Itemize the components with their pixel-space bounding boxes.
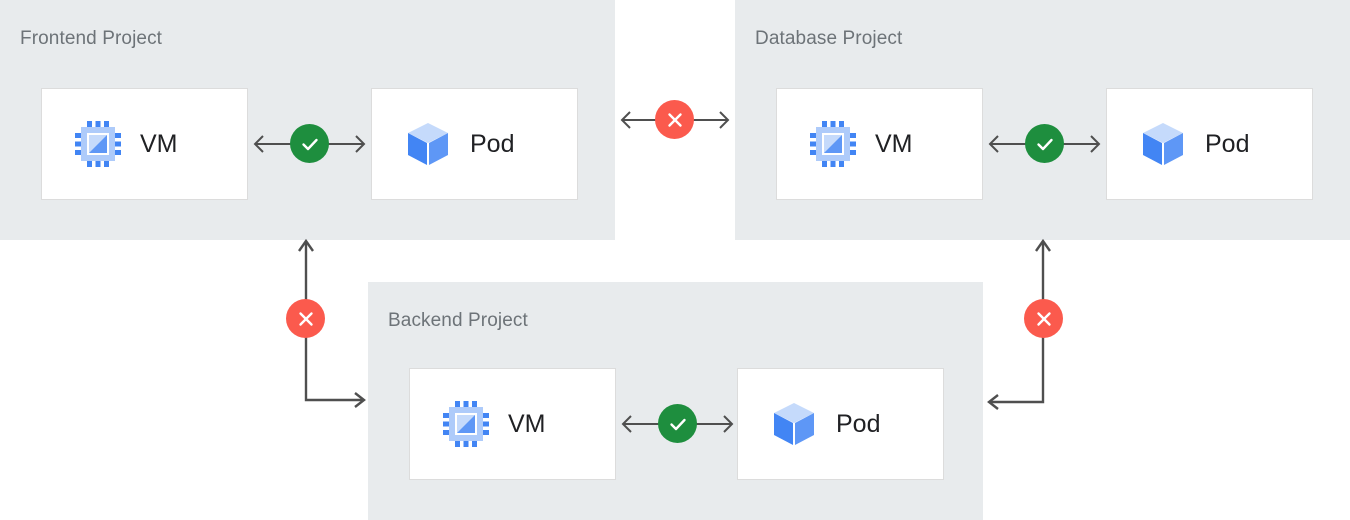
link-backend-internal[interactable] bbox=[616, 404, 739, 443]
link-frontend-internal[interactable] bbox=[248, 124, 371, 163]
elbow-bidirectional-arrow-icon bbox=[298, 238, 366, 408]
cross-icon bbox=[667, 112, 682, 127]
project-title-frontend: Frontend Project bbox=[20, 28, 163, 49]
vm-chip-icon bbox=[443, 401, 489, 447]
pod-cube-icon bbox=[408, 123, 448, 165]
link-backend-to-database[interactable] bbox=[985, 232, 1075, 412]
status-badge-blocked bbox=[286, 299, 325, 338]
resource-card-frontend-vm[interactable]: VM bbox=[41, 88, 248, 200]
status-badge-allowed bbox=[290, 124, 329, 163]
pod-cube-icon bbox=[1143, 123, 1183, 165]
cross-icon bbox=[1036, 311, 1051, 326]
status-badge-blocked bbox=[655, 100, 694, 139]
resource-label-database-pod: Pod bbox=[1205, 129, 1250, 158]
vm-chip-icon bbox=[810, 121, 856, 167]
check-icon bbox=[669, 418, 686, 430]
resource-label-frontend-vm: VM bbox=[140, 129, 178, 158]
elbow-bidirectional-arrow-icon bbox=[987, 238, 1051, 410]
resource-label-database-vm: VM bbox=[875, 129, 913, 158]
status-badge-allowed bbox=[658, 404, 697, 443]
link-frontend-to-database[interactable] bbox=[615, 100, 735, 139]
status-badge-allowed bbox=[1025, 124, 1064, 163]
resource-label-frontend-pod: Pod bbox=[470, 129, 515, 158]
project-title-database: Database Project bbox=[755, 28, 903, 49]
vm-chip-icon bbox=[75, 121, 121, 167]
link-database-internal[interactable] bbox=[983, 124, 1106, 163]
resource-card-backend-pod[interactable]: Pod bbox=[737, 368, 944, 480]
resource-card-database-vm[interactable]: VM bbox=[776, 88, 983, 200]
pod-cube-icon bbox=[774, 403, 814, 445]
cross-icon bbox=[298, 311, 313, 326]
resource-label-backend-vm: VM bbox=[508, 409, 546, 438]
check-icon bbox=[1036, 138, 1053, 150]
resource-card-frontend-pod[interactable]: Pod bbox=[371, 88, 578, 200]
resource-card-backend-vm[interactable]: VM bbox=[409, 368, 616, 480]
link-backend-to-frontend[interactable] bbox=[286, 232, 380, 412]
check-icon bbox=[301, 138, 318, 150]
project-title-backend: Backend Project bbox=[388, 310, 528, 331]
resource-card-database-pod[interactable]: Pod bbox=[1106, 88, 1313, 200]
resource-label-backend-pod: Pod bbox=[836, 409, 881, 438]
status-badge-blocked bbox=[1024, 299, 1063, 338]
